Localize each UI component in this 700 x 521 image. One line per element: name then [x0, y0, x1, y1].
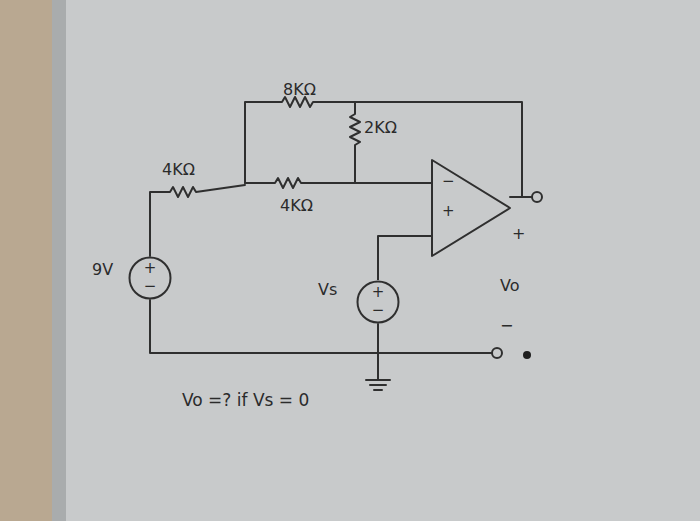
wall — [0, 0, 52, 521]
polarity-sign: + — [144, 261, 157, 276]
output-terminal — [532, 192, 542, 202]
resistor-symbol — [150, 185, 245, 256]
connector-layer — [378, 236, 432, 280]
ground-wire — [150, 300, 492, 353]
board-frame — [52, 0, 66, 521]
polarity-sign: − — [144, 279, 157, 294]
opamp-triangle — [432, 160, 510, 256]
polarity-sign: + — [512, 226, 525, 242]
output-terminal — [492, 348, 502, 358]
polarity-sign: − — [372, 303, 385, 318]
resistor-symbol — [245, 97, 522, 197]
dot — [523, 351, 531, 359]
polarity-sign: + — [442, 204, 455, 219]
resistor-label: 2KΩ — [364, 120, 397, 136]
ground-symbol — [366, 380, 390, 390]
resistor-label: 8KΩ — [283, 82, 316, 98]
source-label: Vs — [318, 282, 337, 298]
circuit-wires — [150, 97, 542, 390]
output-wire — [510, 196, 532, 198]
ground-wire — [377, 324, 379, 380]
note: Vo =? if Vs = 0 — [182, 392, 309, 409]
resistor-symbol — [350, 102, 360, 183]
source-circle — [130, 258, 171, 299]
polarity-sign: + — [372, 285, 385, 300]
source-circle — [358, 282, 399, 323]
opamp-symbol: −+ — [430, 158, 512, 258]
voltage-source: +− — [128, 256, 172, 300]
resistor-label: 4KΩ — [280, 198, 313, 214]
voltage-label: Vo — [500, 278, 520, 294]
polarity-sign: − — [500, 318, 513, 334]
resistor-symbol — [245, 178, 432, 188]
resistor-label: 4KΩ — [162, 162, 195, 178]
source-label: 9V — [92, 262, 113, 278]
wire — [378, 236, 432, 280]
polarity-sign: − — [442, 174, 455, 189]
voltage-source: +− — [356, 280, 400, 324]
